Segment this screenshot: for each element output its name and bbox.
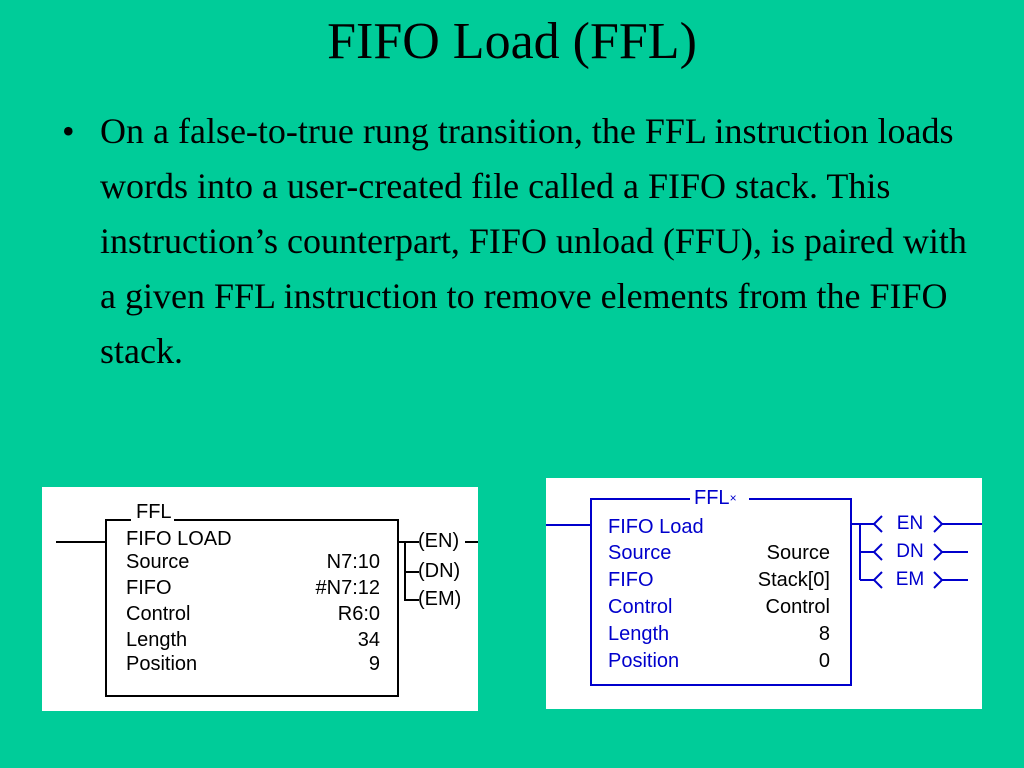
block-border-top-right (749, 498, 852, 500)
row-label-length: Length (126, 629, 188, 651)
block-border-top-right (174, 519, 399, 521)
coil-en: (EN) (418, 530, 460, 552)
row-label-position: Position (608, 650, 680, 672)
coil-dn: (DN) (418, 560, 461, 582)
coil-em: EM (895, 569, 925, 590)
row-value-position: 0 (818, 650, 830, 672)
row-label-position: Position (126, 653, 198, 675)
block-border-top-left (105, 519, 131, 521)
block-border-bottom (105, 695, 399, 697)
ffl-block-logix: FFL× FIFO Load Source Source FIFO Stack[… (546, 478, 982, 709)
block-border-left (105, 519, 107, 697)
row-value-control: Control (765, 596, 830, 618)
coil-en-left-bracket (872, 515, 883, 533)
output-wire-en (399, 541, 419, 543)
block-name: FFL× (694, 487, 737, 509)
block-name: FFL (136, 501, 172, 523)
bullet-list: • On a false-to-true rung transition, th… (52, 104, 982, 379)
output-coils (852, 515, 982, 589)
block-border-right (850, 498, 852, 686)
block-header: FIFO Load (608, 516, 704, 538)
row-value-position: 9 (368, 653, 380, 675)
row-value-control: R6:0 (337, 603, 380, 625)
block-header: FIFO LOAD (126, 528, 232, 550)
output-wire-em (404, 599, 419, 601)
row-value-fifo: Stack[0] (757, 569, 830, 591)
bullet-item: • On a false-to-true rung transition, th… (52, 104, 982, 379)
block-border-left (590, 498, 592, 686)
coil-em: (EM) (418, 588, 462, 610)
coil-dn-left-bracket (872, 543, 883, 561)
row-label-fifo: FIFO (126, 577, 172, 599)
output-wire-dn (404, 571, 419, 573)
slide-title: FIFO Load (FFL) (327, 13, 697, 70)
row-label-control: Control (126, 603, 191, 625)
row-value-source: N7:10 (326, 551, 380, 573)
block-marker: × (729, 491, 737, 505)
row-value-source: Source (766, 542, 830, 564)
bullet-dot: • (62, 111, 75, 151)
row-label-length: Length (608, 623, 670, 645)
row-value-length: 34 (357, 629, 380, 651)
block-border-top-left (590, 498, 690, 500)
row-label-source: Source (126, 551, 190, 573)
row-label-source: Source (608, 542, 672, 564)
rung-input-wire (56, 541, 105, 543)
block-border-bottom (590, 684, 852, 686)
block-border-right (397, 519, 399, 697)
output-wire-en-right (465, 541, 478, 543)
rung-input-wire (546, 524, 590, 526)
row-value-fifo: #N7:12 (315, 577, 381, 599)
bullet-text: On a false-to-true rung transition, the … (100, 111, 967, 371)
row-label-fifo: FIFO (608, 569, 654, 591)
coil-em-left-bracket (872, 571, 883, 589)
row-value-length: 8 (818, 623, 830, 645)
ffl-block-classic: FFL FIFO LOAD Source N7:10 FIFO #N7:12 C… (42, 487, 478, 711)
coil-dn: DN (896, 541, 924, 562)
row-label-control: Control (608, 596, 673, 618)
coil-en: EN (896, 513, 924, 534)
